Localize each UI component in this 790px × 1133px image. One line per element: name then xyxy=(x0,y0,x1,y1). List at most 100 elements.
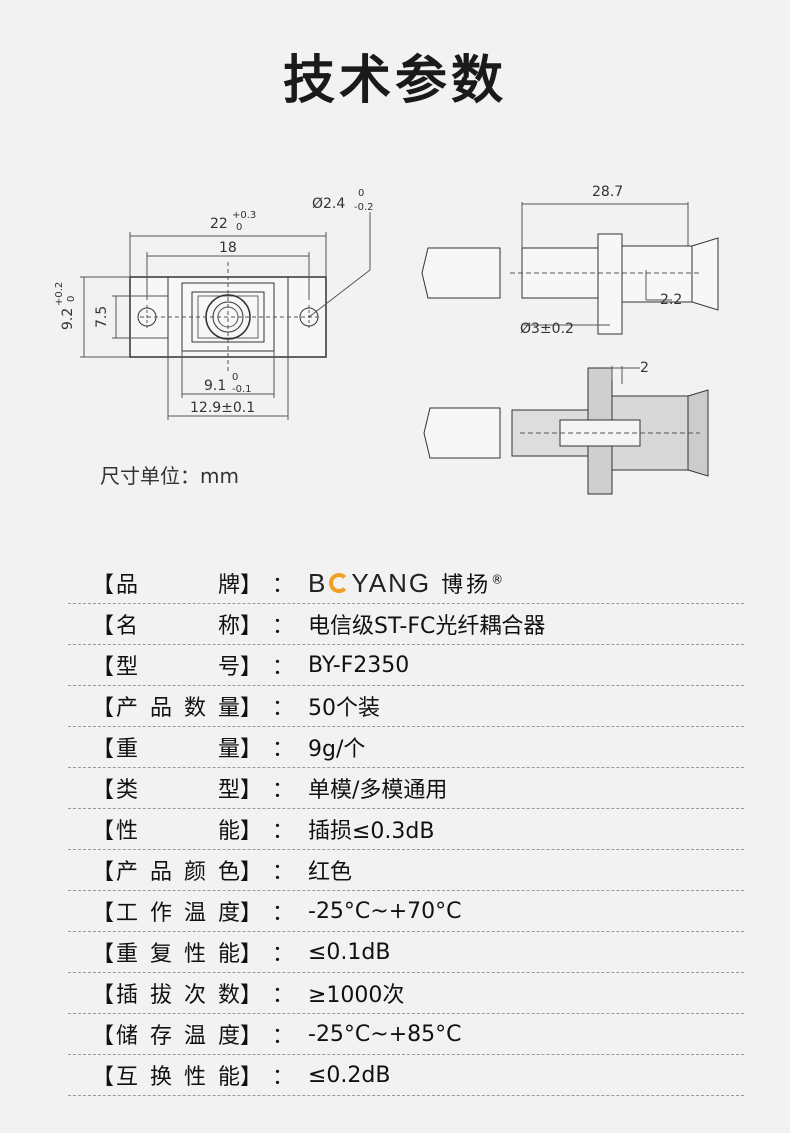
spec-row: 【工作温度】：-25°C~+70°C xyxy=(68,891,744,932)
spec-label: 【重量】 xyxy=(68,731,268,763)
spec-label-text: 类型 xyxy=(116,778,240,803)
spec-colon: ： xyxy=(271,614,294,639)
spec-label: 【类型】 xyxy=(68,772,268,804)
spec-colon: ： xyxy=(271,860,294,885)
spec-value: -25°C~+70°C xyxy=(308,898,462,924)
spec-label-text: 名称 xyxy=(116,614,240,639)
brand-wordmark-suffix: YANG xyxy=(351,567,432,598)
spec-value: 单模/多模通用 xyxy=(308,778,448,803)
bracket-close: 】 xyxy=(240,983,263,1008)
spec-value: -25°C~+85°C xyxy=(308,1021,462,1047)
spec-value: 电信级ST-FC光纤耦合器 xyxy=(308,614,546,639)
spec-label-text: 重量 xyxy=(116,737,240,762)
spec-row: 【重复性能】 ： ≤0.1dB xyxy=(68,932,744,973)
bracket-open: 【 xyxy=(92,983,115,1008)
dim-92: 9.2 xyxy=(60,308,76,330)
dim-22-tol-low: 0 xyxy=(236,222,242,233)
brand-o-mark-icon xyxy=(329,573,350,593)
registered-mark: ® xyxy=(491,572,507,587)
dim-91-tol-low: -0.1 xyxy=(232,384,252,395)
spec-row: 【重量】：9g/个 xyxy=(68,727,744,768)
spec-label-text: 产品数量 xyxy=(116,696,240,721)
spec-colon: ： xyxy=(271,737,294,762)
bracket-open: 【 xyxy=(92,901,115,926)
spec-row: 【性能】：插损≤0.3dB xyxy=(68,809,744,850)
bracket-close: 】 xyxy=(240,1024,263,1049)
spec-label-text: 工作温度 xyxy=(116,901,240,926)
dim-92-tol-up: +0.2 xyxy=(54,282,65,306)
dim-129: 12.9±0.1 xyxy=(190,400,255,416)
spec-row: 【类型】： 单模/多模通用 xyxy=(68,768,744,809)
spec-label: 【名称】 xyxy=(68,608,268,640)
spec-value: ≥1000次 xyxy=(308,983,405,1008)
spec-value: BY-F2350 xyxy=(308,652,410,678)
spec-row: 【型号】：BY-F2350 xyxy=(68,645,744,686)
spec-colon: ： xyxy=(271,901,294,926)
spec-label-text: 产品颜色 xyxy=(116,860,240,885)
bracket-close: 】 xyxy=(240,696,263,721)
bracket-open: 【 xyxy=(92,655,115,680)
unit-note: 尺寸单位：mm xyxy=(100,464,239,488)
spec-row: 【储存温度】：-25°C~+85°C xyxy=(68,1014,744,1055)
spec-label: 【产品颜色】 xyxy=(68,854,268,886)
dim-91-tol-up: 0 xyxy=(232,372,238,383)
bracket-close: 】 xyxy=(240,737,263,762)
spec-label: 【性能】 xyxy=(68,813,268,845)
spec-colon: ： xyxy=(271,573,294,598)
spec-label-text: 插拔次数 xyxy=(116,983,240,1008)
dim-d24-tol-up: 0 xyxy=(358,188,364,199)
spec-label-text: 重复性能 xyxy=(116,942,240,967)
bracket-open: 【 xyxy=(92,737,115,762)
spec-row: 【互换性能】 ： ≤0.2dB xyxy=(68,1055,744,1096)
bracket-open: 【 xyxy=(92,696,115,721)
dim-18: 18 xyxy=(219,240,237,256)
dim-22-side: 2.2 xyxy=(660,292,682,308)
dim-22: 22 xyxy=(210,216,228,232)
spec-value: ≤0.2dB xyxy=(308,1062,391,1088)
spec-label-text: 品牌 xyxy=(116,573,240,598)
spec-label: 【工作温度】 xyxy=(68,895,268,927)
spec-row: 【名称】：电信级ST-FC光纤耦合器 xyxy=(68,604,744,645)
spec-value: 红色 xyxy=(308,860,353,885)
spec-colon: ： xyxy=(271,983,294,1008)
bracket-open: 【 xyxy=(92,1065,115,1090)
bracket-close: 】 xyxy=(240,655,263,680)
spec-colon: ： xyxy=(271,942,294,967)
bracket-close: 】 xyxy=(240,942,263,967)
spec-colon: ： xyxy=(271,819,294,844)
spec-colon: ： xyxy=(271,696,294,721)
dim-d3: Ø3±0.2 xyxy=(520,321,574,337)
bracket-close: 】 xyxy=(240,614,263,639)
bracket-close: 】 xyxy=(240,573,263,598)
spec-value: ≤0.1dB xyxy=(308,939,391,965)
spec-label: 【插拔次数】 xyxy=(68,977,268,1009)
dim-d24: Ø2.4 xyxy=(312,196,345,212)
page-title: 技术参数 xyxy=(282,51,507,111)
bracket-close: 】 xyxy=(240,819,263,844)
dim-91: 9.1 xyxy=(204,378,226,394)
bracket-open: 【 xyxy=(92,819,115,844)
dim-22-tol-up: +0.3 xyxy=(232,210,256,221)
spec-value: 50个装 xyxy=(308,696,380,721)
spec-label-text: 互换性能 xyxy=(116,1065,240,1090)
spec-colon: ： xyxy=(271,1065,294,1090)
bracket-close: 】 xyxy=(240,778,263,803)
bracket-open: 【 xyxy=(92,942,115,967)
bracket-close: 】 xyxy=(240,901,263,926)
technical-drawing: 22 +0.3 0 18 Ø2.4 0 -0.2 9.1 0 -0.1 12.9… xyxy=(54,184,719,495)
bracket-open: 【 xyxy=(92,573,115,598)
spec-row: 【产品颜色】： 红色 xyxy=(68,850,744,891)
spec-value: 插损≤0.3dB xyxy=(308,819,435,844)
bracket-close: 】 xyxy=(240,1065,263,1090)
spec-colon: ： xyxy=(271,655,294,680)
spec-row: 【产品数量】 ： 50个装 xyxy=(68,686,744,727)
spec-colon: ： xyxy=(271,778,294,803)
dim-d24-tol-low: -0.2 xyxy=(354,202,374,213)
spec-label-text: 性能 xyxy=(116,819,240,844)
bracket-open: 【 xyxy=(92,614,115,639)
